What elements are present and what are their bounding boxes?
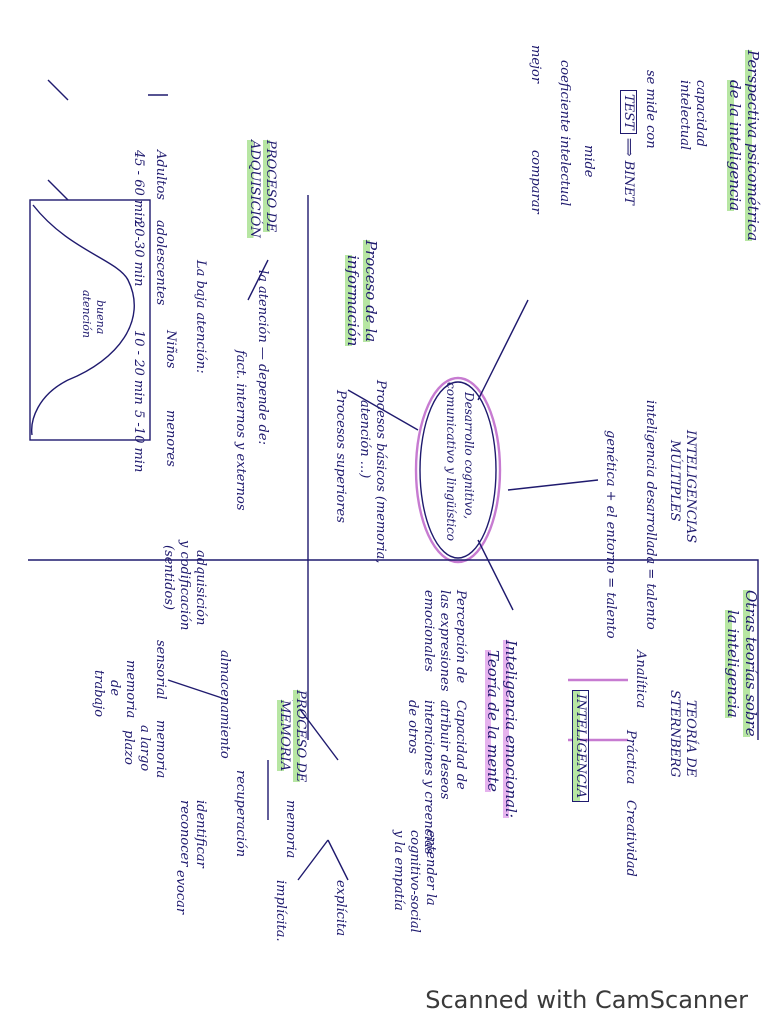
entender-2: cognitivo-social <box>407 830 422 933</box>
capacidad-emo-2: atribuir deseos <box>437 700 452 800</box>
evocar: evocar <box>173 870 188 915</box>
psico-title-1: Perspectiva psicométrica <box>744 50 762 242</box>
sternberg-1: TEORÍA DE <box>683 700 698 778</box>
largo-3: plazo <box>121 730 136 765</box>
branch-explicita <box>297 839 349 881</box>
comparar-label: comparar <box>528 150 543 214</box>
trabajo-3: trabajo <box>91 670 106 718</box>
adq-cod-3: (sentidos) <box>161 545 176 611</box>
desarrollada: inteligencia desarrollada = talento <box>643 400 658 630</box>
percepcion-1: Percepción de <box>453 590 468 684</box>
curva-label-1: buena <box>94 300 107 335</box>
basicos-1: Procesos básicos (memoria, <box>373 380 388 564</box>
emocional-title-1: Inteligencia emocional: <box>502 640 520 818</box>
capacidad-2: intelectual <box>677 80 692 151</box>
genetica: genética + el entorno = talento <box>603 430 618 639</box>
capacidad-1: capacidad <box>693 80 708 147</box>
arrow-mejor <box>47 79 69 101</box>
mide-label: mide <box>581 145 596 178</box>
entender-1: entender la <box>423 830 438 906</box>
multiples-2: MÚLTIPLES <box>667 440 682 522</box>
largo-1: memoria <box>153 720 168 779</box>
explicita: explícita <box>333 880 348 937</box>
tipo-analitica: Analítica <box>633 650 648 709</box>
psico-title-2: de la inteligencia <box>726 80 744 211</box>
basicos-2: atención ...) <box>357 400 372 479</box>
spoke-emocional <box>477 539 514 611</box>
arrow-comparar <box>47 179 69 201</box>
center-oval-highlight <box>414 376 502 564</box>
mejor-label: mejor <box>528 45 543 84</box>
info-title-1: Proceso de la <box>362 240 380 343</box>
atencion-label: la atención — depende de: <box>255 270 270 445</box>
trabajo-2: de <box>107 680 122 697</box>
mem-title-2: MEMORIA <box>277 700 292 772</box>
percepcion-2: las expresiones <box>437 590 452 692</box>
center-label-2: comunicativo y lingüístico <box>444 382 458 541</box>
superiores: Procesos superiores <box>333 390 348 523</box>
mem-title-1: PROCESO DE <box>293 690 308 783</box>
edad-adultos: Adultos <box>153 150 168 200</box>
tiempo-menores: 5 -10 min <box>131 410 146 473</box>
recuperacion: recuperación <box>233 770 248 858</box>
coeficiente: coeficiente intelectual <box>557 60 572 207</box>
sternberg-2: STERNBERG <box>667 690 682 778</box>
tiempo-adolescentes: 20-30 min <box>131 220 146 287</box>
center-oval <box>419 381 497 559</box>
se-mide: se mide con <box>643 70 658 149</box>
curva-label-2: atención <box>80 290 93 338</box>
trabajo-1: memoria <box>123 660 138 719</box>
edad-menores: menores <box>163 410 178 467</box>
almacenamiento: almacenamiento <box>217 650 232 759</box>
edad-adolescentes: adolescentes <box>153 220 168 306</box>
info-title-2: información <box>344 255 362 347</box>
capacidad-emo-4: de otros <box>405 700 420 754</box>
tiempo-adultos: 45 - 60 min <box>131 150 146 225</box>
tiempo-ninos: 10 - 20 min <box>131 330 146 405</box>
reconocer: reconocer <box>177 800 192 867</box>
capacidad-emo-1: Capacidad de <box>453 700 468 790</box>
adq-title-1: PROCESO DE <box>263 140 278 233</box>
center-label-1: Desarrollo cognitivo, <box>462 392 476 520</box>
branch-almacen <box>167 679 229 701</box>
spoke-otras <box>477 299 529 401</box>
adq-cod-1: adquisición <box>193 550 208 626</box>
memoria-word: memoria <box>283 800 298 859</box>
attention-curve <box>31 204 135 436</box>
arrow-binet <box>247 259 269 301</box>
tipo-practica: Práctica <box>623 730 638 785</box>
otras-title-1: Otras teorías sobre <box>742 590 760 737</box>
sensorial: sensorial <box>153 640 168 700</box>
implicita: implícita. <box>273 880 288 942</box>
baja-atencion: La baja atención: <box>193 260 208 374</box>
emocional-title-2: Teoría de la mente <box>484 650 502 792</box>
spoke-info <box>347 389 419 431</box>
entender-3: y la empatía <box>391 830 406 911</box>
factores: fact. internos y externos <box>233 350 248 511</box>
test-box: TEST <box>620 90 637 134</box>
largo-2: a largo <box>137 725 152 772</box>
identificar: identificar <box>193 800 208 868</box>
frame-right <box>28 559 759 740</box>
adq-cod-2: y codificación <box>177 540 192 631</box>
edad-ninos: Niños <box>163 330 178 369</box>
curve-box <box>29 199 151 441</box>
scanner-watermark: Scanned with CamScanner <box>425 986 748 1014</box>
binet-label: BINET <box>621 160 636 205</box>
otras-title-2: la inteligencia <box>724 610 742 718</box>
adq-title-2: ADQUISICIÓN <box>247 140 262 238</box>
multiples-1: INTELIGENCIAS <box>683 430 698 544</box>
percepcion-3: emocionales <box>421 590 436 672</box>
inteligencia-box: INTELIGENCIA <box>572 690 589 803</box>
spoke-genetica <box>507 479 599 491</box>
tipo-creatividad: Creatividad <box>623 800 638 877</box>
